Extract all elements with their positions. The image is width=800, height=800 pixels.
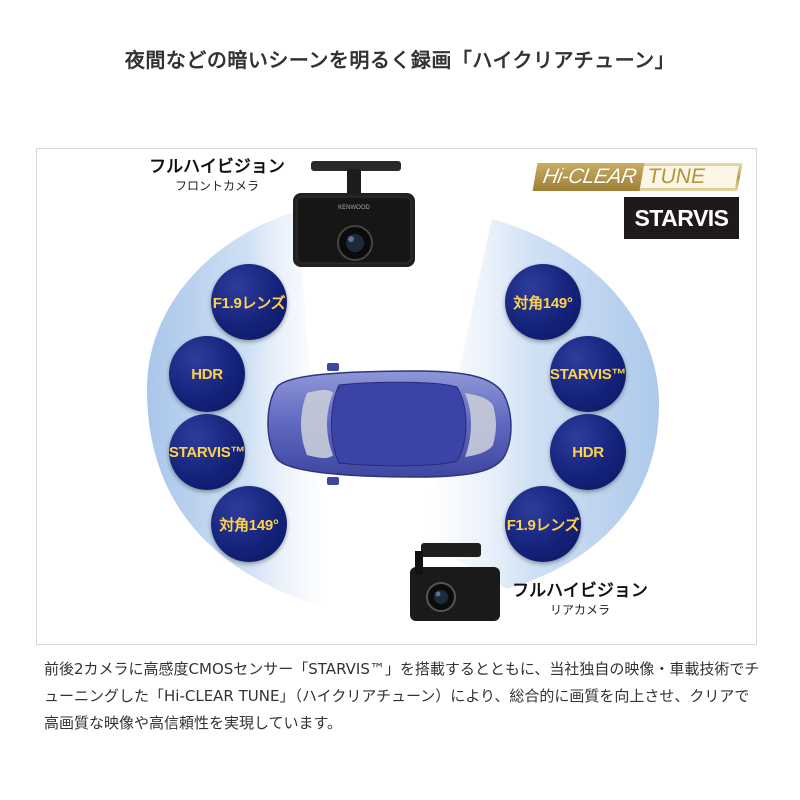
description-text: 前後2カメラに高感度CMOSセンサー「STARVIS™」を搭載するとともに、当社…: [44, 660, 760, 732]
front-feature-starvis: STARVIS™: [169, 414, 245, 490]
car-illustration: [267, 363, 512, 485]
front-feature-angle: 対角149°: [211, 486, 287, 562]
rear-view-fan: [422, 219, 659, 589]
rear-camera-title: フルハイビジョン: [512, 581, 648, 601]
front-camera-label: フルハイビジョン フロントカメラ: [137, 157, 297, 193]
front-camera-image: KENWOOD: [293, 161, 415, 267]
page-title: 夜間などの暗いシーンを明るく録画「ハイクリアチューン」: [124, 48, 676, 72]
front-feature-lens: F1.9レンズ: [211, 264, 287, 340]
rear-feature-angle: 対角149°: [505, 264, 581, 340]
hiclear-logo-left: Hi-CLEAR: [532, 163, 645, 191]
rear-camera-image: [410, 543, 500, 621]
hiclear-tune-logo: Hi-CLEAR TUNE: [532, 163, 743, 191]
rear-camera-label: フルハイビジョン リアカメラ: [505, 581, 655, 617]
rear-camera-subtitle: リアカメラ: [549, 602, 610, 617]
front-camera-title: フルハイビジョン: [149, 157, 285, 177]
hiclear-logo-right: TUNE: [639, 165, 739, 188]
starvis-logo: STARVIS: [624, 197, 739, 239]
rear-feature-starvis: STARVIS™: [550, 336, 626, 412]
front-feature-hdr: HDR: [169, 336, 245, 412]
feature-illustration: KENWOOD フルハイビジョン フロントカメラ フルハイビジョン リアカメラ …: [36, 148, 757, 645]
rear-feature-lens: F1.9レンズ: [505, 486, 581, 562]
front-camera-subtitle: フロントカメラ: [174, 178, 259, 193]
camera-brand: KENWOOD: [338, 205, 370, 211]
rear-feature-hdr: HDR: [550, 414, 626, 490]
